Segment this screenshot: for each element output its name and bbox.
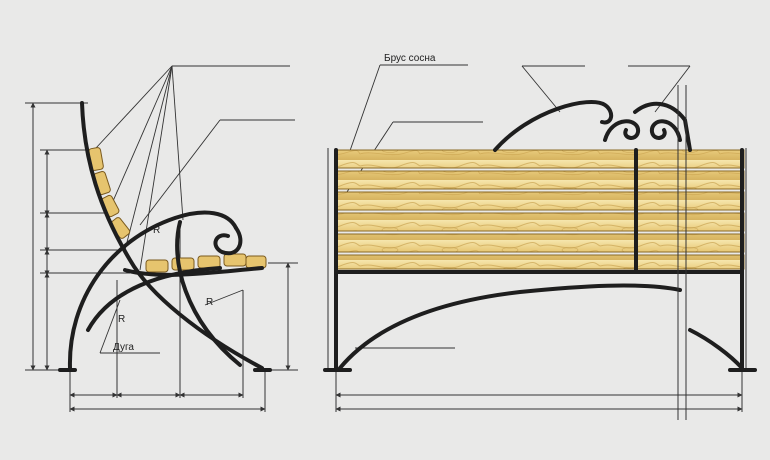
arc-label: Дуга: [113, 342, 134, 353]
side-back-slats: [88, 147, 131, 239]
front-slats: [335, 149, 745, 270]
front-break-line: [677, 85, 687, 420]
front-horizontal-dimensions: [335, 372, 743, 412]
radius-label-1: R: [153, 225, 160, 236]
pine-beam-label: Брус сосна: [384, 53, 436, 64]
side-vertical-dimensions: [25, 102, 298, 371]
side-view: Дуга R R R: [25, 65, 298, 412]
front-metal-frame: [323, 100, 757, 372]
radius-label-2: R: [118, 314, 125, 325]
side-seat-slats: [145, 253, 267, 273]
side-leader-lines: [95, 65, 295, 354]
radius-label-3: R: [206, 297, 213, 308]
front-view: Брус сосна: [323, 53, 757, 420]
front-vertical-dimensions: [327, 148, 747, 370]
side-metal-frame: [58, 101, 272, 372]
